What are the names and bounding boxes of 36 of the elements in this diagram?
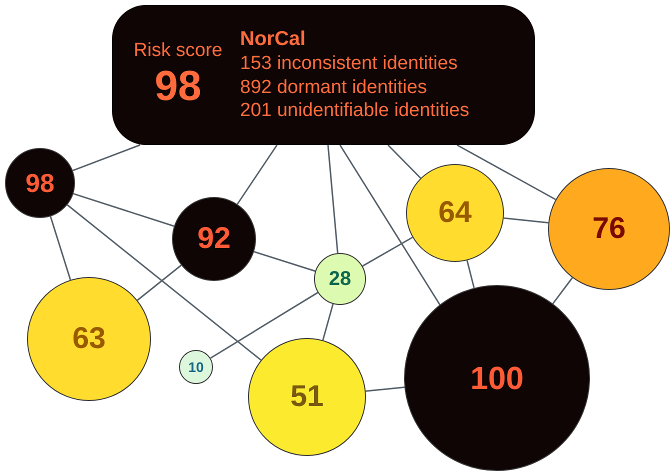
score-number: 64 — [438, 198, 472, 228]
connector-line — [136, 264, 182, 301]
connector-line — [72, 144, 140, 172]
connector-line — [236, 144, 278, 205]
connector-line — [366, 386, 405, 392]
score-value: 98 — [154, 62, 202, 110]
connector-line — [327, 144, 338, 254]
score-number: 98 — [26, 170, 54, 196]
score-number: 63 — [72, 324, 106, 354]
score-number: 51 — [290, 382, 324, 412]
score-number: 100 — [470, 362, 524, 394]
score-number: 10 — [188, 360, 204, 374]
info-card — [112, 5, 535, 145]
connector-line — [552, 277, 573, 304]
connector-line — [322, 304, 334, 340]
score-number: 92 — [197, 224, 231, 254]
stat-text: 153 inconsistent identities — [240, 52, 459, 75]
connector-line — [254, 251, 316, 272]
connector-line — [50, 216, 72, 280]
score-circle — [314, 253, 366, 305]
connector-line — [456, 144, 556, 200]
score-number: 28 — [328, 269, 352, 289]
connector-line — [504, 217, 548, 224]
score-label: Risk score — [134, 40, 222, 62]
score-number: 76 — [592, 214, 626, 244]
connector-line — [466, 260, 475, 288]
score-circle — [179, 350, 213, 384]
connector-line — [339, 144, 441, 306]
connector-line — [66, 204, 262, 361]
connector-line — [210, 292, 318, 359]
connector-line — [362, 236, 413, 267]
stat-text: 892 dormant identities — [240, 76, 428, 98]
region-title: NorCal — [240, 28, 307, 51]
connector-line — [73, 193, 174, 227]
connector-line — [387, 144, 422, 179]
stat-text: 201 unidentifiable identities — [240, 100, 470, 122]
